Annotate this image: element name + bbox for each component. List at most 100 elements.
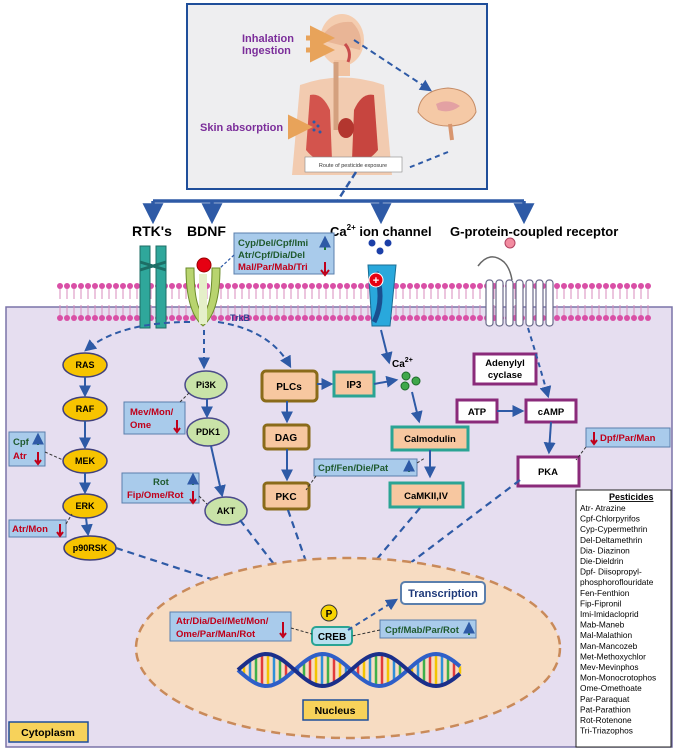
mapk-pathway: RAS RAF MEK ERK p90RSK Cpf Atr Atr/Mon bbox=[8, 321, 303, 612]
akt-node: AKT bbox=[217, 506, 236, 516]
lipid-head bbox=[645, 315, 651, 321]
erk-effect-box bbox=[8, 519, 67, 538]
camk-box bbox=[388, 481, 465, 509]
lipid-head bbox=[183, 315, 189, 321]
pdk1-node: PDK1 bbox=[196, 427, 220, 437]
lipid-head bbox=[575, 315, 581, 321]
lipid-head bbox=[316, 315, 322, 321]
lipid-head bbox=[120, 283, 126, 289]
lipid-head bbox=[435, 315, 441, 321]
lipid-head bbox=[211, 315, 217, 321]
lipid-head bbox=[624, 283, 630, 289]
skin-absorption-label: Skin absorption bbox=[200, 122, 283, 134]
legend-item: Man-Mancozeb bbox=[580, 641, 638, 651]
lipid-head bbox=[337, 283, 343, 289]
lipid-head bbox=[92, 283, 98, 289]
creb-down-2: Ome/Par/Man/Rot bbox=[176, 629, 256, 640]
lipid-head bbox=[253, 315, 259, 321]
legend-item: Dia- Diazinon bbox=[580, 545, 630, 555]
lipid-head bbox=[610, 283, 616, 289]
creb-down-box bbox=[169, 611, 292, 642]
legend-item: phosphoroflouridate bbox=[580, 577, 654, 587]
dag-node: DAG bbox=[275, 433, 297, 444]
lipid-head bbox=[176, 283, 182, 289]
exposure-panel: Inhalation Ingestion Skin absorption Rou… bbox=[186, 3, 488, 190]
creb-up: Cpf/Mab/Par/Rot bbox=[385, 625, 460, 636]
caption-box bbox=[304, 156, 403, 173]
lipid-head bbox=[610, 315, 616, 321]
lipid-head bbox=[400, 315, 406, 321]
svg-text:+: + bbox=[373, 275, 379, 287]
lipid-head bbox=[596, 283, 602, 289]
pi3k-pathway: Pi3K PDK1 AKT Mev/Mon/ Ome Rot Fip/Ome/R… bbox=[121, 330, 302, 601]
lipid-head bbox=[358, 283, 364, 289]
creb-box bbox=[311, 626, 353, 646]
lipid-head bbox=[288, 315, 294, 321]
lipid-head bbox=[617, 283, 623, 289]
lipid-head bbox=[113, 283, 119, 289]
ip3-node: IP3 bbox=[346, 380, 361, 391]
lipid-head bbox=[323, 283, 329, 289]
nucleus-label-box bbox=[302, 699, 369, 721]
lipid-head bbox=[645, 283, 651, 289]
lipid-head bbox=[169, 283, 175, 289]
legend-item: Dpf- Diisopropyl- bbox=[580, 567, 642, 577]
lipid-head bbox=[344, 315, 350, 321]
akt-effect-box bbox=[121, 472, 200, 504]
lipid-head bbox=[232, 283, 238, 289]
lipid-head bbox=[309, 315, 315, 321]
exposure-caption: Route of pesticide exposure bbox=[319, 163, 387, 169]
pesticides-legend: Pesticides Atr- AtrazineCpf-Chlorpyrifos… bbox=[575, 489, 672, 748]
lipid-head bbox=[428, 315, 434, 321]
ingestion-label: Ingestion bbox=[242, 45, 291, 57]
lipid-head bbox=[575, 283, 581, 289]
lipid-head bbox=[463, 283, 469, 289]
camk-node: CaMKII,IV bbox=[404, 491, 448, 502]
lipid-head bbox=[176, 315, 182, 321]
lipid-head bbox=[225, 315, 231, 321]
adenylyl-line2: cyclase bbox=[488, 370, 522, 381]
legend-item: Fip-Fipronil bbox=[580, 598, 622, 608]
calmodulin-node: Calmodulin bbox=[404, 434, 456, 445]
lipid-head bbox=[568, 315, 574, 321]
atp-node: ATP bbox=[468, 407, 487, 418]
lipid-head bbox=[309, 283, 315, 289]
bdnf-effect-line3: Mal/Par/Mab/Tri bbox=[238, 262, 308, 273]
legend-item: Par-Paraquat bbox=[580, 694, 630, 704]
lipid-head bbox=[442, 315, 448, 321]
lipid-head bbox=[85, 283, 91, 289]
legend-title: Pesticides bbox=[609, 492, 654, 502]
lipid-head bbox=[470, 283, 476, 289]
brain-illustration bbox=[417, 87, 477, 141]
lipid-head bbox=[330, 315, 336, 321]
lipid-head bbox=[358, 315, 364, 321]
lipid-head bbox=[449, 283, 455, 289]
plc-pathway: PLCs DAG PKC IP3 Ca2+ Calmodulin CaMKII,… bbox=[217, 321, 470, 601]
lipid-head bbox=[414, 315, 420, 321]
akt-effect-1: Rot bbox=[153, 477, 170, 488]
lipid-head bbox=[267, 283, 273, 289]
lipid-head bbox=[330, 283, 336, 289]
lipid-head bbox=[281, 283, 287, 289]
lipid-head bbox=[589, 315, 595, 321]
lipid-head bbox=[127, 315, 133, 321]
lipid-head bbox=[582, 315, 588, 321]
lipid-head bbox=[295, 283, 301, 289]
lipid-head bbox=[393, 315, 399, 321]
cytoplasm-label-box bbox=[8, 721, 89, 743]
lipid-head bbox=[106, 315, 112, 321]
transcription-label: Transcription bbox=[408, 588, 478, 600]
lipid-head bbox=[638, 283, 644, 289]
lipid-head bbox=[561, 315, 567, 321]
pka-effect: Dpf/Par/Man bbox=[600, 433, 656, 444]
lipid-head bbox=[71, 283, 77, 289]
lipid-head bbox=[260, 283, 266, 289]
mek-node: MEK bbox=[75, 456, 96, 466]
lipid-head bbox=[638, 315, 644, 321]
legend-item: Die-Dieldrin bbox=[580, 556, 624, 566]
ca-channel-label: Ca2+ ion channel bbox=[330, 223, 432, 239]
pka-node: PKA bbox=[538, 467, 558, 478]
body-to-brain-arrow bbox=[353, 39, 433, 92]
lipid-head bbox=[477, 283, 483, 289]
erk-effect: Atr/Mon bbox=[12, 524, 48, 535]
